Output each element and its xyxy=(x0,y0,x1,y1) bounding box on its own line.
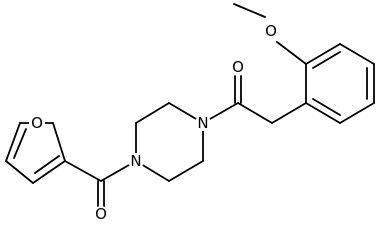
right-carbonyl xyxy=(202,75,307,124)
bond-benz-inner-a xyxy=(312,51,341,69)
bond-benz-inner-c xyxy=(312,98,341,116)
bond-benz-c3-c4 xyxy=(339,43,375,65)
left-carbonyl-oxygen: O xyxy=(93,205,109,223)
left-nitrogen: N xyxy=(128,152,144,170)
bond-furan-c2-carbonyl-c xyxy=(64,160,102,182)
bond-furan-c4-c5-double xyxy=(13,128,27,159)
bond-furan-c4-c5 xyxy=(5,122,21,162)
right-carbonyl-oxygen: O xyxy=(230,58,246,76)
left-carbonyl xyxy=(64,160,137,210)
right-carbonyl-oxygen-label: O xyxy=(232,58,244,76)
bond-benz-c6-c1 xyxy=(305,102,341,124)
methoxy-group xyxy=(233,3,307,65)
bond-furan-c2-c3-double xyxy=(34,155,60,174)
piperazine-ring xyxy=(135,102,204,182)
furan-oxygen-label: O xyxy=(31,114,43,132)
furan-oxygen: O xyxy=(29,114,45,132)
bond-benz-c5-c6 xyxy=(339,102,375,124)
right-nitrogen: N xyxy=(195,114,211,132)
left-nitrogen-label: N xyxy=(130,152,141,170)
bond-furan-c2-c3 xyxy=(32,160,66,184)
bond-c-upper-left-c-top xyxy=(135,102,170,124)
bond-methoxy-o-ch3 xyxy=(233,3,266,18)
bond-ch2-benzene xyxy=(271,102,307,124)
methoxy-oxygen-label: O xyxy=(265,22,277,40)
bond-benz-c2-methoxy-o xyxy=(276,41,307,65)
molecule-structure: O O N N O O xyxy=(5,3,375,223)
bond-c-lower-right-c-bottom xyxy=(168,160,204,182)
bond-furan-o-c2 xyxy=(52,122,66,162)
right-nitrogen-label: N xyxy=(197,114,208,132)
furan-ring xyxy=(5,122,66,184)
bond-benz-c2-c3 xyxy=(305,43,341,65)
benzene-ring xyxy=(305,43,375,124)
bond-furan-c3-c4 xyxy=(5,160,34,184)
left-carbonyl-oxygen-label: O xyxy=(95,205,107,223)
methoxy-oxygen: O xyxy=(263,22,279,40)
bond-carbonyl-c-ch2 xyxy=(237,102,273,124)
